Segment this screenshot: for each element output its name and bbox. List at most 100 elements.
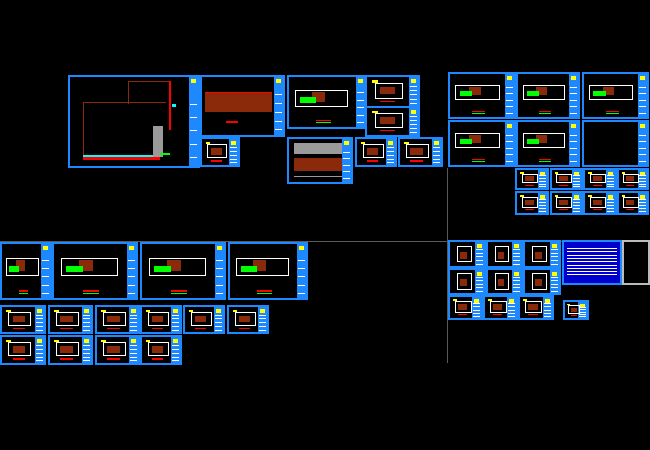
- drawing-sheet-small[interactable]: [95, 335, 140, 365]
- table-row: [566, 248, 618, 250]
- drawing-sheet-small[interactable]: [448, 295, 483, 320]
- table-row: [566, 261, 618, 263]
- drawing-sheet-small[interactable]: [48, 335, 93, 365]
- schedule-table[interactable]: [562, 240, 622, 285]
- detail-outline: [524, 301, 543, 313]
- drawing-sheet-small[interactable]: [183, 305, 225, 334]
- label-box: [232, 309, 238, 312]
- detail-outline: [406, 144, 429, 159]
- room-fill: [602, 86, 615, 96]
- drawing-sheet-tri[interactable]: [486, 268, 523, 295]
- drawing-sheet-small[interactable]: [617, 168, 649, 190]
- drawing-sheet-plan[interactable]: [140, 242, 226, 300]
- drawing-sheet-elev[interactable]: [200, 75, 285, 137]
- drawing-sheet-plan[interactable]: [448, 72, 516, 119]
- drawing-sheet-small[interactable]: [515, 168, 549, 190]
- drawing-sheet-small[interactable]: [227, 305, 269, 334]
- drawing-sheet-small[interactable]: [140, 335, 182, 365]
- table-row: [566, 264, 618, 266]
- drawing-sheet-tri[interactable]: [523, 268, 561, 295]
- table-row: [566, 267, 618, 269]
- floor-plan-outline: [236, 257, 290, 277]
- detail-fill: [457, 304, 468, 310]
- drawing-sheet-empty[interactable]: [582, 120, 649, 167]
- title-block: [35, 337, 44, 363]
- drawing-sheet-small[interactable]: [583, 168, 617, 190]
- drawing-sheet-tri[interactable]: [448, 240, 486, 268]
- drawing-sheet-site[interactable]: [68, 75, 200, 168]
- site-outline: [494, 245, 510, 263]
- title-block: [638, 74, 647, 117]
- drawing-sheet-section[interactable]: [365, 106, 420, 137]
- drawing-sheet-plan[interactable]: [448, 120, 516, 167]
- scale-bar: [256, 292, 272, 294]
- drawing-sheet-detail[interactable]: [398, 137, 443, 167]
- landscape: [241, 265, 257, 273]
- title-underline: [60, 358, 73, 360]
- drawing-sheet-small[interactable]: [583, 191, 617, 215]
- site-outline: [494, 273, 510, 290]
- facade-upper: [293, 143, 343, 155]
- drawing-sheet-small[interactable]: [95, 305, 140, 334]
- title-block: [512, 270, 521, 293]
- drawing-sheet-small[interactable]: [48, 305, 93, 334]
- title-underline: [107, 327, 120, 329]
- scale-bar: [606, 112, 619, 114]
- drawing-sheet-tri[interactable]: [486, 240, 523, 268]
- drawing-sheet-small[interactable]: [550, 168, 583, 190]
- landscape: [154, 265, 171, 273]
- drawing-sheet-detail[interactable]: [563, 300, 589, 320]
- table-row: [566, 254, 618, 256]
- title-underline: [472, 110, 486, 112]
- detail-outline: [623, 197, 639, 208]
- section-strip: [293, 175, 343, 178]
- drawing-sheet-small[interactable]: [483, 295, 518, 320]
- drawing-sheet-small[interactable]: [550, 191, 583, 215]
- title-block: [638, 122, 647, 165]
- floor-plan-outline: [455, 84, 500, 100]
- landscape: [593, 91, 607, 97]
- detail-outline: [489, 301, 507, 313]
- drawing-sheet-small[interactable]: [0, 305, 46, 334]
- detail-fill: [12, 315, 26, 322]
- drawing-sheet-tri[interactable]: [523, 240, 561, 268]
- title-block: [572, 170, 581, 188]
- label-box: [54, 309, 59, 312]
- drawing-sheet-small[interactable]: [617, 191, 649, 215]
- detail-fill: [379, 87, 396, 95]
- title-block: [507, 297, 516, 318]
- drawing-sheet-plan[interactable]: [582, 72, 649, 119]
- drawing-sheet-small[interactable]: [0, 335, 46, 365]
- drawing-sheet-elev2[interactable]: [287, 137, 353, 184]
- label-box: [188, 309, 194, 312]
- drawing-sheet-small[interactable]: [140, 305, 182, 334]
- drawing-sheet-detail[interactable]: [365, 75, 420, 108]
- detail-fill: [492, 304, 503, 310]
- drawing-sheet-plan[interactable]: [287, 75, 367, 129]
- site-outline: [531, 273, 548, 290]
- detail-fill: [194, 315, 206, 322]
- drawing-sheet-plan[interactable]: [52, 242, 138, 300]
- detail-fill: [107, 315, 120, 322]
- title-underline: [211, 160, 222, 162]
- label-box: [372, 110, 379, 114]
- legend-sheet[interactable]: [622, 240, 650, 285]
- drawing-sheet-small[interactable]: [518, 295, 554, 320]
- title-block: [82, 307, 91, 332]
- title-underline: [12, 327, 26, 329]
- title-block: [171, 337, 180, 363]
- drawing-sheet-plan[interactable]: [516, 72, 580, 119]
- drawing-sheet-detail[interactable]: [355, 137, 397, 167]
- title-underline: [559, 184, 568, 186]
- drawing-sheet-plan[interactable]: [0, 242, 52, 300]
- drawing-sheet-small[interactable]: [515, 191, 549, 215]
- drawing-sheet-plan[interactable]: [516, 120, 580, 167]
- title-block: [386, 139, 395, 165]
- detail-fill: [592, 176, 602, 181]
- title-block: [569, 74, 578, 117]
- drawing-sheet-tri[interactable]: [448, 268, 486, 295]
- drawing-sheet-detail[interactable]: [200, 137, 240, 167]
- drawing-sheet-plan[interactable]: [228, 242, 308, 300]
- room-fill: [311, 92, 326, 102]
